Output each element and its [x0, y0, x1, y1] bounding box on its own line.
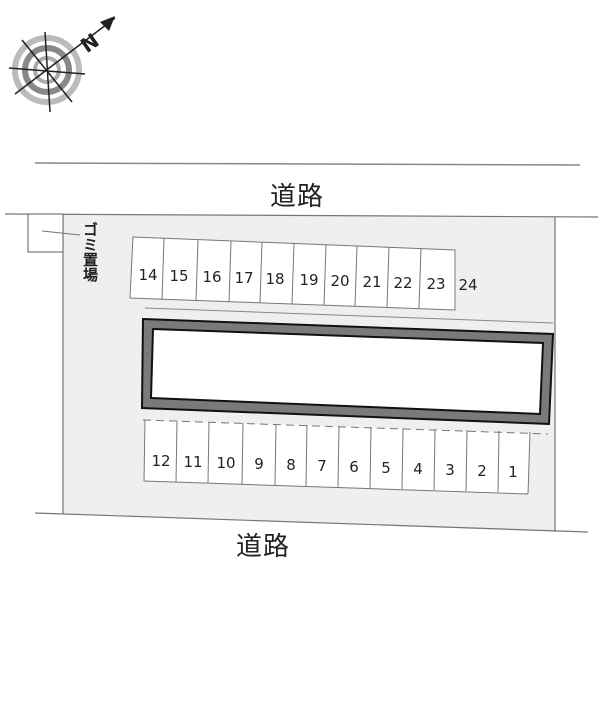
stall-15: 15 [169, 267, 189, 285]
stall-16: 16 [202, 268, 222, 286]
svg-text:N: N [76, 28, 103, 57]
stall-23: 23 [426, 275, 446, 293]
aisle-line [144, 307, 554, 324]
stall-24: 24 [458, 276, 478, 294]
building-inner [149, 327, 545, 416]
stall-12: 12 [151, 452, 171, 470]
stall-4: 4 [413, 460, 423, 478]
bottom-road-label: 道路 [236, 532, 291, 562]
bottom-road-edge [34, 512, 589, 533]
bottom-stalls-bottom-edge [143, 480, 529, 495]
top-stall-dividers [161, 237, 422, 309]
stall-21: 21 [362, 273, 382, 291]
stall-7: 7 [317, 457, 327, 475]
north-arrow-compass-icon: N [8, 16, 116, 113]
stall-14: 14 [138, 266, 158, 284]
stall-20: 20 [330, 272, 350, 290]
trash-leader-line [41, 230, 81, 236]
stall-18: 18 [265, 270, 285, 288]
stall-10: 10 [216, 454, 236, 472]
stall-6: 6 [349, 458, 359, 476]
stall-3: 3 [445, 461, 455, 479]
stall-2: 2 [477, 462, 487, 480]
stall-11: 11 [183, 453, 203, 471]
bottom-stalls-block [144, 420, 530, 494]
lot-top-edge [4, 213, 599, 218]
stall-5: 5 [381, 459, 391, 477]
stall-22: 22 [393, 274, 413, 292]
top-road-label: 道路 [270, 182, 325, 212]
stall-19: 19 [299, 271, 319, 289]
stall-1: 1 [508, 463, 518, 481]
stall-8: 8 [286, 456, 296, 474]
bottom-stall-dividers [143, 419, 531, 495]
stall-9: 9 [254, 455, 264, 473]
top-road-edge [34, 162, 581, 166]
stall-17: 17 [234, 269, 254, 287]
bottom-stalls-dashed-edge [142, 419, 549, 435]
trash-area-label: ゴミ置場 [81, 222, 99, 282]
